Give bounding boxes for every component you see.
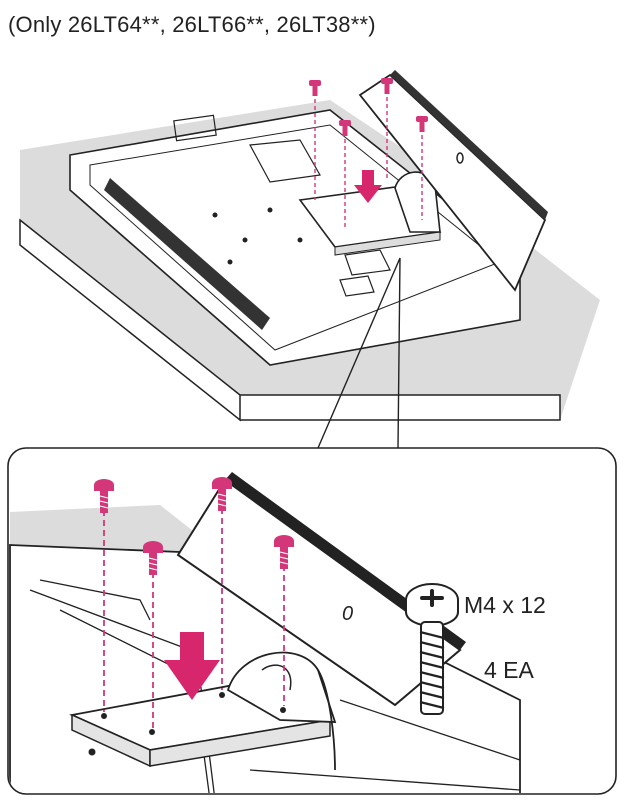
side-vents	[104, 178, 270, 330]
screw-spec-label: M4 x 12	[464, 592, 546, 618]
zoom-detail: 0	[7, 447, 617, 795]
screw-count-label: 4 EA	[484, 657, 535, 683]
stand-neck-zoom	[226, 651, 337, 723]
svg-text:0: 0	[342, 603, 353, 625]
screw-icon	[309, 80, 321, 96]
table	[19, 218, 561, 422]
insert-arrow	[354, 170, 382, 203]
top-illustration	[19, 70, 600, 422]
zoom-callout	[317, 257, 401, 449]
model-caption: (Only 26LT64**, 26LT66**, 26LT38**)	[8, 12, 376, 37]
insert-arrow-zoom	[164, 632, 220, 700]
screw-detail-icon	[405, 583, 459, 715]
